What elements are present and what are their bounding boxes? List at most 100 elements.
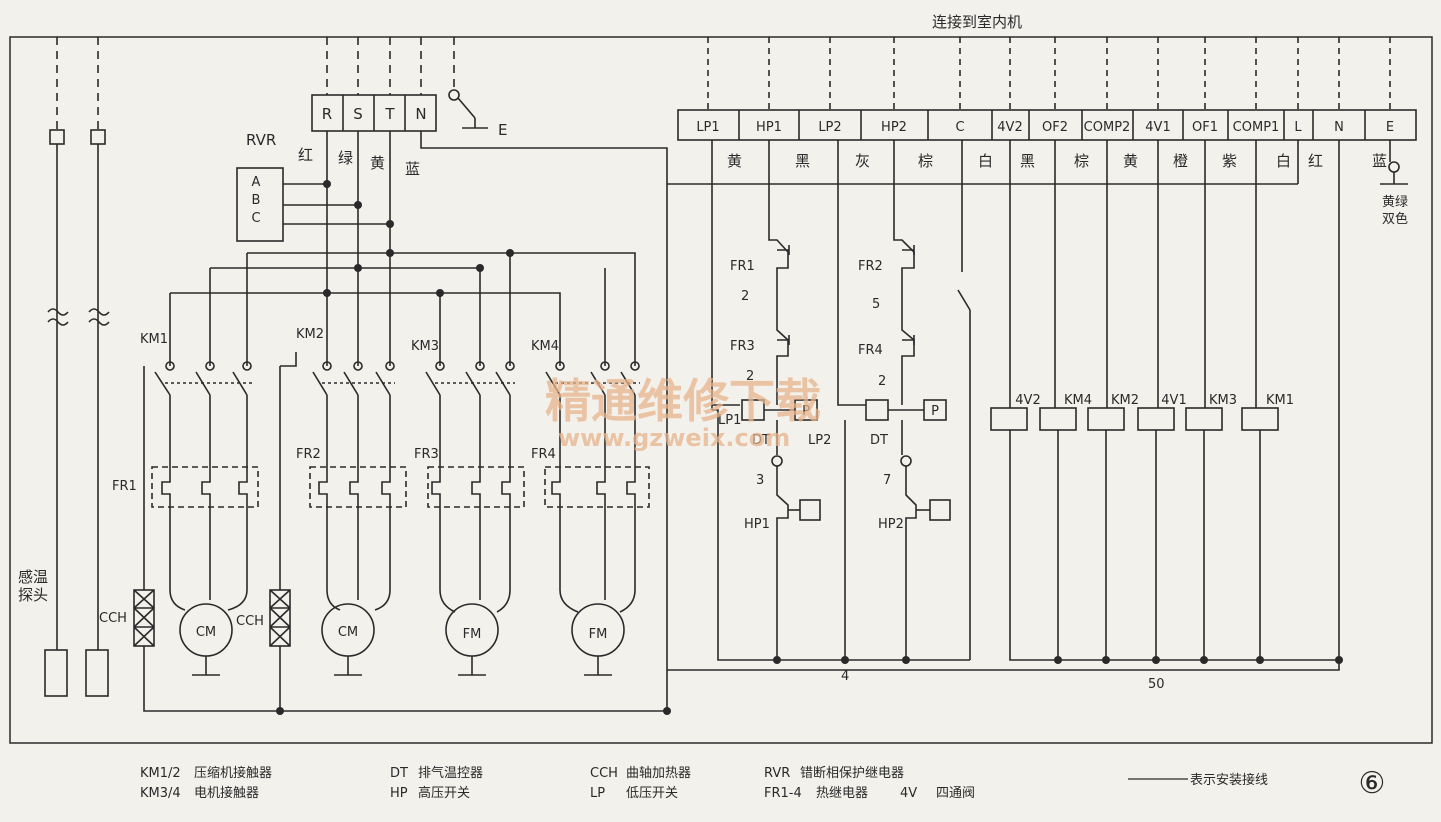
terminal-E: E xyxy=(498,121,507,139)
legend-key: FR1-4 xyxy=(764,786,802,801)
install-note: 表示安装接线 xyxy=(1190,772,1268,788)
legend-key: RVR xyxy=(764,766,790,781)
terminal-R: R xyxy=(322,105,332,123)
wire-color: 白 xyxy=(1276,152,1291,170)
legend-text: 排气温控器 xyxy=(418,765,483,781)
indoor-terminal-4V1: 4V1 xyxy=(1145,120,1170,135)
earth-color-1: 黄绿 xyxy=(1382,195,1408,210)
relay-FR2: FR2 xyxy=(296,447,321,462)
coil-KM4: KM4 xyxy=(1064,393,1092,408)
coil-4V2: 4V2 xyxy=(1015,393,1040,408)
control-LP1: LP1 xyxy=(718,413,741,428)
control-circuit xyxy=(667,140,1408,671)
control-HP2: HP2 xyxy=(878,517,904,532)
indoor-terminal-COMP1: COMP1 xyxy=(1233,120,1280,135)
indoor-header-label: 连接到室内机 xyxy=(932,13,1022,31)
rvr-pin-B: B xyxy=(252,193,261,208)
sensor-label-2: 探头 xyxy=(18,586,48,604)
control-DT-1: DT xyxy=(752,433,770,448)
control-HP1: HP1 xyxy=(744,517,770,532)
control-FR2: FR2 xyxy=(858,259,883,274)
motor-CM-1: CM xyxy=(196,625,216,640)
phase-color-N: 蓝 xyxy=(405,160,420,178)
earth-color-2: 双色 xyxy=(1382,211,1408,227)
control-num: 2 xyxy=(741,289,749,304)
legend-text: 低压开关 xyxy=(626,786,678,801)
control-LP2: LP2 xyxy=(808,433,831,448)
junction-dots-control xyxy=(773,656,1343,664)
coil-KM1: KM1 xyxy=(1266,393,1294,408)
control-num-4: 4 xyxy=(841,669,849,684)
wire-color: 黑 xyxy=(795,152,810,170)
indoor-terminal-E: E xyxy=(1386,120,1394,135)
legend-key: LP xyxy=(590,786,605,801)
junction-dots-power xyxy=(276,180,671,715)
wire-color: 橙 xyxy=(1173,152,1188,170)
terminal-S: S xyxy=(353,105,363,123)
wire-color: 蓝 xyxy=(1372,152,1387,170)
sensor-probe xyxy=(44,37,110,697)
control-num: 2 xyxy=(878,374,886,389)
relay-FR1: FR1 xyxy=(112,479,137,494)
rvr-label: RVR xyxy=(246,131,276,149)
terminal-N: N xyxy=(415,105,426,123)
wire-color: 红 xyxy=(1308,152,1323,170)
indoor-terminal-OF1: OF1 xyxy=(1192,120,1218,135)
legend-text: 热继电器 xyxy=(816,786,868,801)
wire-color: 棕 xyxy=(1074,152,1089,170)
relay-FR3: FR3 xyxy=(414,447,439,462)
legend: KM1/2 压缩机接触器 KM3/4 电机接触器 DT 排气温控器 HP 高压开… xyxy=(140,765,975,801)
watermark-url: www.gzweix.com xyxy=(558,424,790,452)
sensor-label-1: 感温 xyxy=(18,568,48,586)
contactor-KM1: KM1 xyxy=(140,332,168,347)
control-num: 7 xyxy=(883,473,891,488)
contactor-KM2: KM2 xyxy=(296,327,324,342)
crankcase-heaters xyxy=(133,352,667,712)
indoor-terminal-C: C xyxy=(955,120,964,135)
rvr-pin-C: C xyxy=(251,211,260,226)
legend-key: KM1/2 xyxy=(140,766,181,781)
legend-key: KM3/4 xyxy=(140,786,181,801)
motors xyxy=(179,603,625,676)
indoor-terminal-HP2: HP2 xyxy=(881,120,907,135)
wire-color: 灰 xyxy=(855,152,870,170)
coil-KM3: KM3 xyxy=(1209,393,1237,408)
power-terminal-block xyxy=(311,37,488,132)
wire-color: 黑 xyxy=(1020,152,1035,170)
indoor-terminal-COMP2: COMP2 xyxy=(1084,120,1131,135)
indoor-terminal-L: L xyxy=(1294,120,1302,135)
control-num: 5 xyxy=(872,297,880,312)
control-FR1: FR1 xyxy=(730,259,755,274)
terminal-T: T xyxy=(384,105,395,123)
control-FR3: FR3 xyxy=(730,339,755,354)
legend-text: 压缩机接触器 xyxy=(194,765,272,781)
wire-color: 棕 xyxy=(918,152,933,170)
legend-key: DT xyxy=(390,766,408,781)
wire-color: 黄 xyxy=(1123,152,1138,170)
indoor-terminal-4V2: 4V2 xyxy=(997,120,1022,135)
motor-FM-2: FM xyxy=(589,627,608,642)
heater-CCH-1: CCH xyxy=(99,611,127,626)
figure-number: ⑥ xyxy=(1359,766,1386,801)
control-DT-2: DT xyxy=(870,433,888,448)
indoor-terminal-OF2: OF2 xyxy=(1042,120,1068,135)
indoor-terminal-labels: LP1 HP1 LP2 HP2 C 4V2 OF2 COMP2 4V1 OF1 … xyxy=(696,120,1394,135)
rvr-pin-A: A xyxy=(252,175,261,190)
control-P: P xyxy=(931,404,939,419)
relay-FR4: FR4 xyxy=(531,447,556,462)
contactor-switches xyxy=(151,361,650,613)
indoor-terminal-N: N xyxy=(1334,120,1344,135)
coil-KM2: KM2 xyxy=(1111,393,1139,408)
rvr-relay xyxy=(236,167,390,242)
legend-key: CCH xyxy=(590,766,618,781)
watermark-text: 精通维修下载 xyxy=(545,374,821,428)
power-buses xyxy=(169,131,1299,712)
phase-color-R: 红 xyxy=(298,146,313,164)
indoor-wire-colors: 黄 黑 灰 棕 白 黑 棕 黄 橙 紫 白 红 蓝 xyxy=(727,152,1387,170)
legend-text: 错断相保护继电器 xyxy=(800,766,904,781)
phase-color-T: 黄 xyxy=(370,154,385,172)
indoor-terminal-HP1: HP1 xyxy=(756,120,782,135)
wire-color: 紫 xyxy=(1222,152,1237,170)
indoor-terminal-block xyxy=(677,37,1417,141)
